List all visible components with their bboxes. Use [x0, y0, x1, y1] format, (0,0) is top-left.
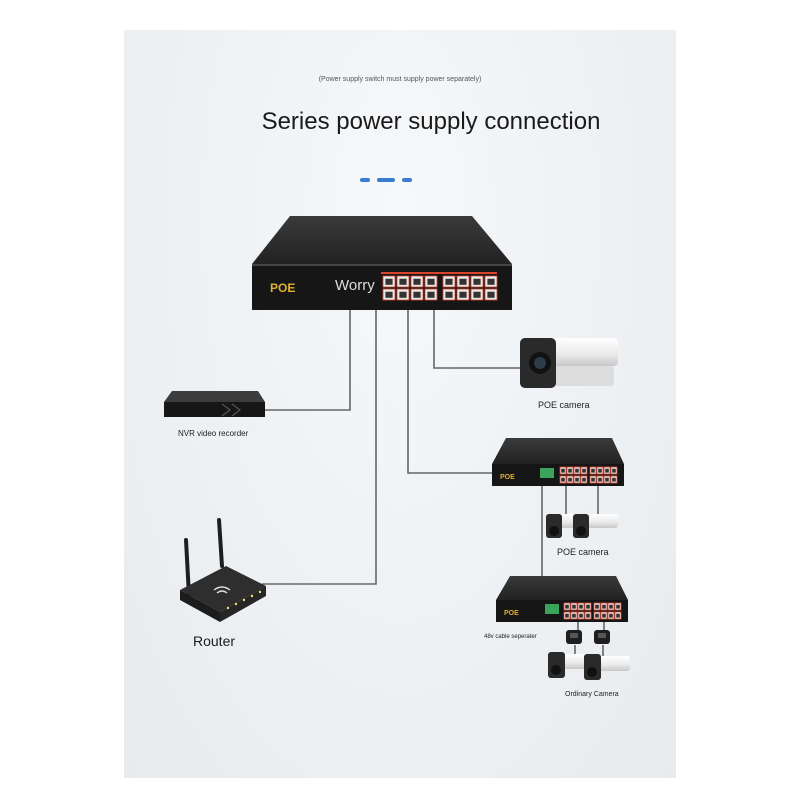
- ethernet-port-socket: [385, 278, 393, 285]
- main-switch-ports: [382, 275, 498, 301]
- ethernet-port-socket: [561, 468, 565, 473]
- title-divider: [360, 178, 419, 196]
- watermark: Worry: [335, 277, 375, 294]
- power-supply-note: (Power supply switch must supply power s…: [318, 76, 482, 83]
- ethernet-port-socket: [385, 291, 393, 298]
- ethernet-port-socket: [586, 613, 590, 618]
- ethernet-port-socket: [413, 278, 421, 285]
- cable-poe-camera: [433, 310, 528, 369]
- switch3-ports: [563, 602, 622, 620]
- ethernet-port-socket: [413, 291, 421, 298]
- switch3-brand: POE: [504, 610, 519, 617]
- ethernet-port-socket: [591, 477, 595, 482]
- ethernet-port-socket: [473, 278, 481, 285]
- ethernet-port-socket: [612, 468, 616, 473]
- ethernet-port-socket: [609, 613, 613, 618]
- ethernet-port-socket: [459, 291, 467, 298]
- poe-camera-pair: [546, 514, 618, 538]
- ethernet-port-socket: [487, 291, 495, 298]
- second-poe-switch: POE: [492, 438, 624, 486]
- cable-nvr: [262, 310, 351, 411]
- router-label: Router: [193, 633, 235, 649]
- cables: [262, 310, 605, 657]
- main-switch-brand: POE: [270, 281, 295, 295]
- ethernet-port-socket: [616, 604, 620, 609]
- ethernet-port-socket: [568, 468, 572, 473]
- ethernet-port-socket: [572, 613, 576, 618]
- ethernet-port-socket: [561, 477, 565, 482]
- ethernet-port-socket: [595, 613, 599, 618]
- ethernet-port-socket: [445, 278, 453, 285]
- ethernet-port-socket: [582, 468, 586, 473]
- poe-camera-label: POE camera: [538, 400, 590, 410]
- ethernet-port-socket: [579, 604, 583, 609]
- ethernet-port-socket: [586, 604, 590, 609]
- ethernet-port-socket: [602, 604, 606, 609]
- ethernet-port-socket: [572, 604, 576, 609]
- nvr-recorder: [164, 391, 265, 417]
- ethernet-port-socket: [459, 278, 467, 285]
- ethernet-port-socket: [427, 291, 435, 298]
- ethernet-port-socket: [616, 613, 620, 618]
- ethernet-port-socket: [575, 468, 579, 473]
- router: [180, 518, 266, 622]
- ethernet-port-socket: [598, 477, 602, 482]
- switch2-ports: [559, 466, 618, 484]
- cable-switch2: [407, 310, 492, 474]
- poe-camera2-label: POE camera: [557, 547, 609, 557]
- ethernet-port-socket: [579, 613, 583, 618]
- ethernet-port-socket: [612, 477, 616, 482]
- cable-separators: [566, 630, 610, 644]
- ethernet-port-socket: [609, 604, 613, 609]
- ethernet-port-socket: [605, 468, 609, 473]
- ethernet-port-socket: [575, 477, 579, 482]
- ethernet-port-socket: [473, 291, 481, 298]
- ethernet-port-socket: [399, 278, 407, 285]
- main-poe-switch: POE: [252, 216, 512, 310]
- ethernet-port-socket: [595, 604, 599, 609]
- ordinary-camera-label: Ordinary Camera: [565, 691, 619, 698]
- ordinary-camera-right: [584, 654, 630, 680]
- ethernet-port-socket: [487, 278, 495, 285]
- poe-camera: [520, 338, 618, 388]
- ethernet-port-socket: [605, 477, 609, 482]
- poe-camera-right: [573, 514, 618, 538]
- ethernet-port-socket: [591, 468, 595, 473]
- ethernet-port-socket: [445, 291, 453, 298]
- ethernet-port-socket: [598, 468, 602, 473]
- ethernet-port-socket: [582, 477, 586, 482]
- third-poe-switch: POE: [496, 576, 628, 622]
- ethernet-port-socket: [565, 613, 569, 618]
- ethernet-port-socket: [565, 604, 569, 609]
- diagram-title: Series power supply connection: [261, 108, 601, 135]
- ethernet-port-socket: [568, 477, 572, 482]
- ethernet-port-socket: [427, 278, 435, 285]
- switch2-brand: POE: [500, 474, 515, 481]
- ethernet-port-socket: [399, 291, 407, 298]
- ordinary-camera-left: [548, 652, 598, 678]
- cable-router: [262, 310, 377, 585]
- ethernet-port-socket: [602, 613, 606, 618]
- nvr-label: NVR video recorder: [178, 429, 249, 438]
- separator-label: 48v cable seperater: [484, 634, 537, 640]
- ordinary-camera-pair: [548, 652, 630, 680]
